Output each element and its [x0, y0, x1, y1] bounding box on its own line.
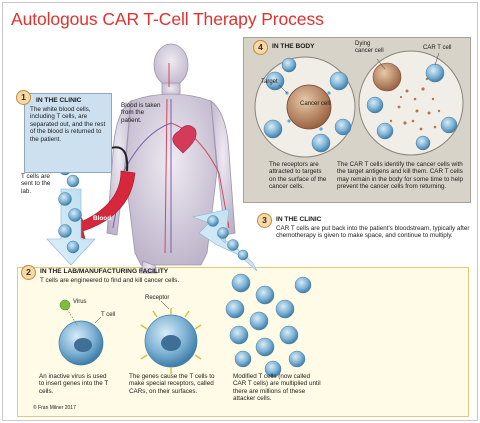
inset-cancer-killing: [358, 50, 464, 156]
sent-to-lab-label: T cells are sent to the lab.: [21, 173, 51, 195]
virus-and-tcell: [58, 299, 104, 366]
step4-caption-left: The receptors are attracted to targets o…: [269, 161, 327, 191]
step3-text: CAR T cells are put back into the patien…: [276, 225, 470, 240]
to-lab-arrow: [46, 188, 96, 266]
step2-caption-virus: An inactive virus is used to insert gene…: [39, 373, 109, 395]
blood-label: Blood: [93, 215, 112, 222]
cancer-cell-label: Cancer cell: [300, 101, 331, 107]
diagram-artwork: [46, 43, 464, 378]
multiplied-cart-cells: [225, 273, 312, 378]
step4-caption-right: The CAR T cells identify the cancer cell…: [337, 161, 463, 191]
blood-tube: [110, 146, 129, 172]
blood-taken-label: Blood is taken from the patient.: [121, 102, 161, 124]
heart-icon: [172, 125, 197, 154]
tcells-in-transit: [58, 162, 249, 261]
step1-badge: 1: [16, 90, 31, 105]
tcell-label: T cell: [101, 312, 116, 318]
step3-heading: IN THE CLINIC: [276, 216, 322, 223]
step3-badge: 3: [257, 213, 272, 228]
dying-cancer-cell-label: Dying cancer cell: [355, 41, 384, 54]
step1-text: The white blood cells, including T cells…: [30, 106, 106, 143]
step2-caption-genes: The genes cause the T cells to make spec…: [129, 373, 215, 395]
figure-title: Autologous CAR T-Cell Therapy Process: [11, 9, 324, 29]
target-label: Target: [261, 79, 278, 85]
step2-caption-multiply: Modified T cells (now called CAR T cells…: [233, 373, 321, 403]
step2-heading: IN THE LAB/MANUFACTURING FACILITY: [40, 268, 169, 275]
step2-text: T cells are engineered to find and kill …: [40, 277, 180, 284]
step4-badge: 4: [253, 40, 268, 55]
step1-heading: IN THE CLINIC: [36, 97, 82, 104]
step4-heading: IN THE BODY: [272, 43, 315, 50]
step2-badge: 2: [21, 265, 36, 280]
receptor-label: Receptor: [145, 295, 170, 301]
step4-leader-lines: [278, 52, 440, 94]
inset-target-binding: [254, 56, 356, 158]
tcell-with-receptors: [140, 300, 202, 374]
cart-cell-label: CAR T cell: [423, 45, 452, 51]
virus-label: Virus: [73, 299, 87, 305]
artist-credit: © Fran Milner 2017: [33, 405, 76, 411]
step1-clinic-box: [24, 93, 112, 173]
